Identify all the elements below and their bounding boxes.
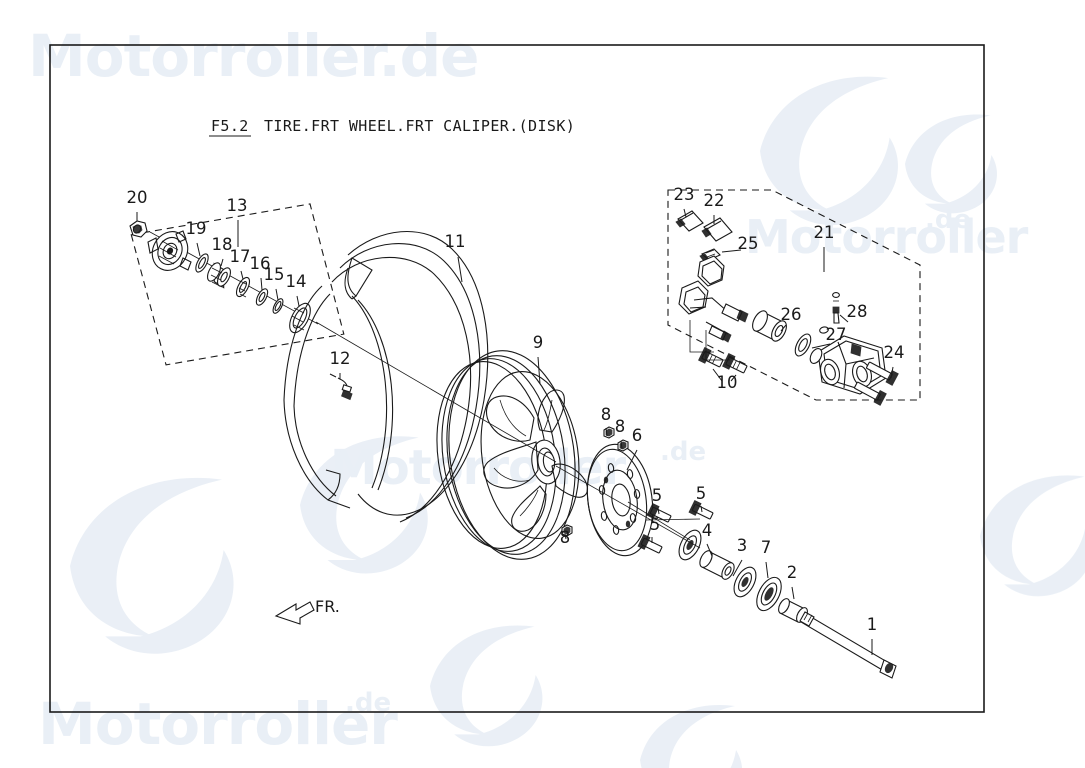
speedometer-drive-group [129,203,345,366]
axis-disc-to-bearing [627,501,691,541]
part-7-dust-seal [756,561,782,612]
part-19-washer [195,253,209,273]
callout-number-1: 1 [867,615,878,634]
part-22-brake-pad [701,215,733,242]
callout-number-20: 20 [127,188,148,207]
callout-number-5: 5 [696,484,707,503]
part-3-bearing-a [678,529,743,577]
part-12-valve-stem [329,373,353,401]
lead-18 [220,258,224,267]
title-code: F5.2 [211,117,249,135]
callout-number-11: 11 [445,232,466,251]
part-16-washer [255,288,269,306]
part-17-washer [235,276,251,298]
callout-number-23: 23 [674,185,695,204]
callout-number-15: 15 [264,265,285,284]
part-26-piston [752,310,787,342]
callout-number-2: 2 [787,563,798,582]
brake-disc-group [586,443,654,557]
callout-number-22: 22 [704,191,725,210]
assembly-axis-lines [315,321,701,549]
axis-speedo-to-wheel [315,321,471,413]
lead-6 [626,449,638,471]
lead-14 [296,295,300,307]
callout-number-3: 3 [737,536,748,555]
axis-hub-to-axle [555,465,701,549]
callout-number-7: 7 [761,538,772,557]
part-4-collar [699,543,735,580]
callout-number-12: 12 [330,349,351,368]
callout-number-9: 9 [533,333,544,352]
callout-number-4: 4 [702,521,713,540]
speedo-group-box [130,203,345,366]
front-tire-group [283,231,489,523]
part-24-caliper-bolts [854,361,899,406]
direction-arrow-group: FR. [274,597,340,625]
callout-number-10: 10 [717,373,738,392]
part-10-bolts [689,320,748,382]
callout-number-16: 16 [250,254,271,273]
part-14-oil-seal [289,302,311,334]
part-8-nuts [561,426,629,540]
axis-wheel-center [469,411,557,463]
caliper-body [809,326,887,395]
callout-number-18: 18 [212,235,233,254]
callout-number-27: 27 [826,325,847,344]
callout-number-5: 5 [652,486,663,505]
callout-number-8: 8 [615,417,626,436]
callout-number-13: 13 [227,196,248,215]
caliper-group [667,189,921,406]
lead-15 [275,288,279,301]
callout-number-17: 17 [230,247,251,266]
callout-number-5: 5 [650,515,661,534]
callout-number-6: 6 [632,426,643,445]
caliper-group-box [667,189,921,401]
front-axle-group [678,529,897,679]
callout-number-8: 8 [601,405,612,424]
callout-number-26: 26 [781,305,802,324]
lead-17 [240,270,244,280]
part-5-disc-bolts [637,500,714,554]
part-1-axle-shaft [799,611,897,679]
part-20-nut [129,220,148,238]
page-frame [49,44,985,713]
callout-number-8: 8 [560,528,571,547]
callout-number-25: 25 [738,234,759,253]
callout-number-24: 24 [884,343,905,362]
part-3-bearing-b [733,566,757,598]
callout-number-19: 19 [186,219,207,238]
page-title: TIRE.FRT WHEEL.FRT CALIPER.(DISK) [264,117,575,135]
part-18-bearing [207,262,231,289]
callout-number-21: 21 [814,223,835,242]
part-23-brake-pad [675,208,704,232]
fr-label: FR. [315,597,340,616]
lead-9 [537,356,541,385]
callout-number-14: 14 [286,272,307,291]
fr-arrow-icon [274,601,315,625]
part-15-circlip [272,298,284,314]
callout-number-28: 28 [847,302,868,321]
part-27-piston-seal [794,333,831,357]
speedometer-gear-housing [147,230,192,271]
lead-19 [196,242,201,257]
lead-16 [260,277,263,291]
part-28-bleed-nipple [832,292,849,324]
caliper-bracket [678,255,749,343]
watermark-swirl-group [70,76,1085,768]
lead-11 [457,256,463,283]
part-25-pad-clip [699,248,742,261]
front-wheel-rim-group [436,350,589,560]
